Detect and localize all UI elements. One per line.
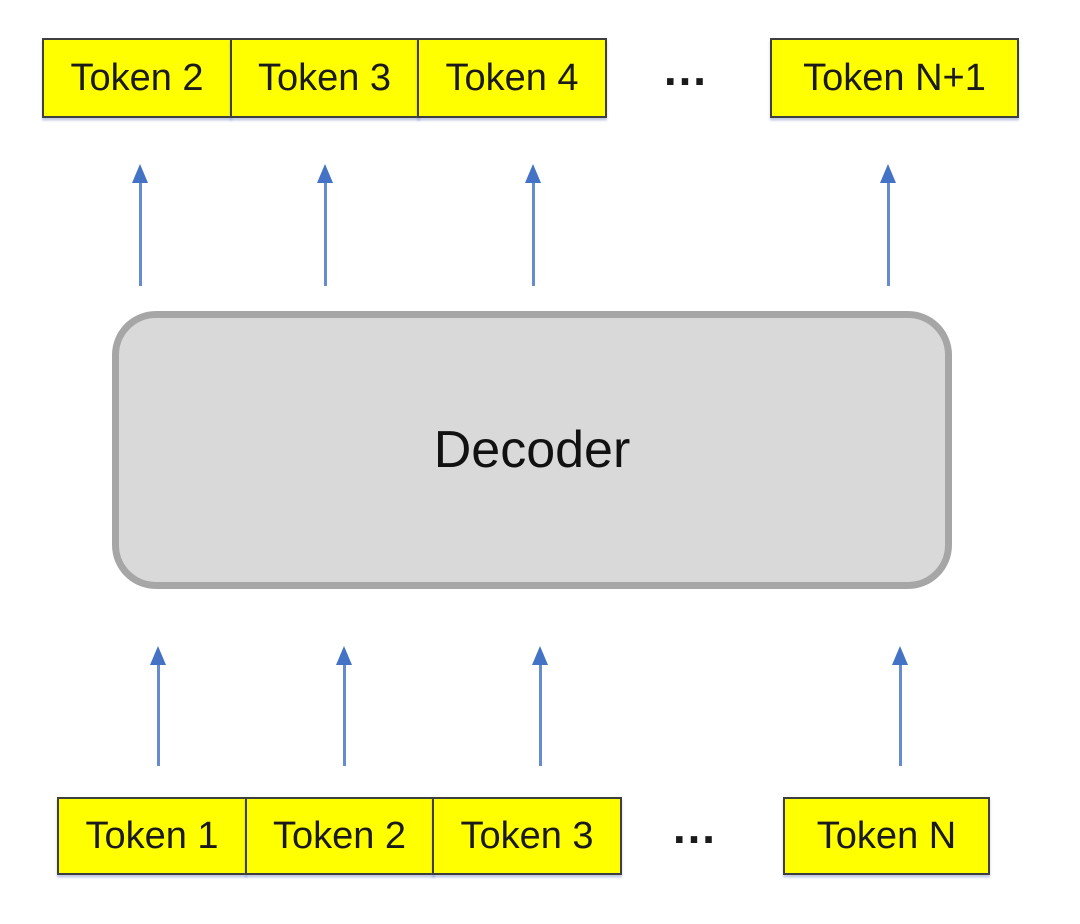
token-box-input-3: Token 3 xyxy=(432,797,622,875)
up-arrow-output-3 xyxy=(524,164,542,286)
arrowhead-icon xyxy=(317,164,333,183)
input-token-row: Token 1 Token 2 Token 3 xyxy=(57,797,622,875)
output-token-row: Token 2 Token 3 Token 4 xyxy=(42,38,607,118)
arrowhead-icon xyxy=(532,646,548,665)
arrowhead-icon xyxy=(880,164,896,183)
up-arrow-output-1 xyxy=(131,164,149,286)
arrow-shaft xyxy=(531,183,535,286)
arrowhead-icon xyxy=(892,646,908,665)
arrow-shaft xyxy=(156,665,160,766)
token-box-input-1: Token 1 xyxy=(57,797,247,875)
token-box-output-1: Token 2 xyxy=(42,38,232,118)
decoder-label: Decoder xyxy=(433,421,631,479)
up-arrow-output-2 xyxy=(316,164,334,286)
decoder-box: Decoder xyxy=(112,311,952,589)
arrow-shaft xyxy=(323,183,327,286)
arrow-shaft xyxy=(538,665,542,766)
up-arrow-input-4 xyxy=(891,646,909,766)
up-arrow-output-4 xyxy=(879,164,897,286)
arrow-shaft xyxy=(138,183,142,286)
token-box-output-2: Token 3 xyxy=(229,38,420,118)
arrow-shaft xyxy=(886,183,890,286)
arrow-shaft xyxy=(898,665,902,766)
token-box-input-2: Token 2 xyxy=(244,797,435,875)
output-row-ellipsis: … xyxy=(662,43,710,95)
arrowhead-icon xyxy=(132,164,148,183)
token-box-output-last: Token N+1 xyxy=(770,38,1019,118)
input-row-ellipsis: … xyxy=(671,801,719,853)
up-arrow-input-1 xyxy=(149,646,167,766)
arrow-shaft xyxy=(342,665,346,766)
token-box-output-3: Token 4 xyxy=(417,38,607,118)
arrowhead-icon xyxy=(525,164,541,183)
token-box-input-last: Token N xyxy=(783,797,990,875)
up-arrow-input-3 xyxy=(531,646,549,766)
arrowhead-icon xyxy=(150,646,166,665)
up-arrow-input-2 xyxy=(335,646,353,766)
arrowhead-icon xyxy=(336,646,352,665)
